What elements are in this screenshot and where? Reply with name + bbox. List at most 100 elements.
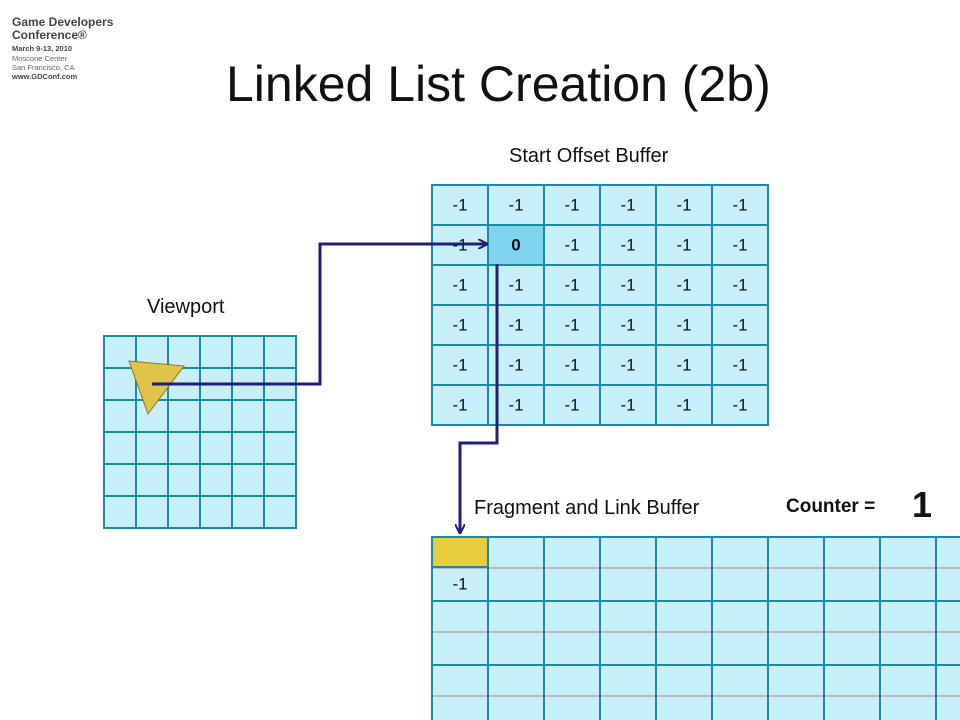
viewport-cell	[167, 495, 201, 529]
viewport-cell	[103, 463, 137, 497]
start-offset-value: -1	[676, 196, 691, 215]
viewport-cell	[263, 495, 297, 529]
start-offset-value: -1	[676, 236, 691, 255]
counter-value: 1	[912, 484, 933, 525]
gdc-logo: Game Developers Conference® March 9-13, …	[12, 16, 142, 82]
viewport-cell	[263, 431, 297, 465]
viewport-cell	[231, 463, 265, 497]
start-offset-value: -1	[564, 356, 579, 375]
viewport-cell	[135, 463, 169, 497]
viewport-cell	[263, 463, 297, 497]
start-offset-cell	[487, 184, 545, 226]
fragment-slot-highlight	[431, 536, 489, 568]
logo-line-1: Game Developers	[12, 15, 114, 29]
start-offset-value: -1	[452, 276, 467, 295]
viewport-label: Viewport	[147, 296, 225, 318]
fragment-cell	[431, 664, 489, 720]
start-offset-value: -1	[620, 236, 635, 255]
fragment-cell	[823, 664, 881, 720]
start-offset-cell-highlight	[487, 224, 545, 266]
arrow-start-offset-to-fragment	[460, 264, 499, 532]
viewport-cell	[103, 431, 137, 465]
fragment-buffer-label: Fragment and Link Buffer	[474, 497, 700, 519]
viewport-cell	[231, 495, 265, 529]
viewport-cell	[167, 463, 201, 497]
start-offset-cell	[711, 384, 769, 426]
viewport-cell	[231, 431, 265, 465]
fragment-cell	[935, 664, 960, 720]
start-offset-value: -1	[564, 316, 579, 335]
fragment-cell	[879, 664, 937, 720]
logo-url: www.GDConf.com	[12, 72, 78, 81]
start-offset-value: -1	[732, 396, 747, 415]
logo-line-2: Conference®	[12, 28, 87, 42]
start-offset-value: -1	[564, 396, 579, 415]
viewport-cell	[263, 399, 297, 433]
logo-city: San Francisco, CA	[12, 63, 75, 72]
start-offset-cell	[431, 264, 489, 306]
start-offset-cell	[543, 264, 601, 306]
start-offset-value: -1	[676, 356, 691, 375]
start-offset-value: -1	[676, 396, 691, 415]
start-offset-cell	[599, 384, 657, 426]
viewport-cell	[167, 431, 201, 465]
start-offset-cell	[599, 344, 657, 386]
start-offset-cell	[655, 264, 713, 306]
viewport-cell	[231, 399, 265, 433]
start-offset-buffer: -1 -1 -1 -1 -1 -1 -1 0 -1 -1 -1 -1 -1 -1 -1 -1 -1 -1 -1 -1 -…	[431, 184, 769, 426]
start-offset-value: -1	[452, 316, 467, 335]
start-offset-value: -1	[620, 276, 635, 295]
start-offset-value: -1	[732, 356, 747, 375]
viewport-cell	[199, 335, 233, 369]
start-offset-value: -1	[508, 276, 523, 295]
start-offset-buffer-label: Start Offset Buffer	[509, 145, 669, 167]
start-offset-value: -1	[508, 316, 523, 335]
start-offset-value: -1	[508, 396, 523, 415]
start-offset-cell	[711, 344, 769, 386]
viewport-cell	[135, 495, 169, 529]
start-offset-value: -1	[620, 356, 635, 375]
viewport-cell	[103, 495, 137, 529]
start-offset-cell	[655, 344, 713, 386]
start-offset-value: -1	[676, 316, 691, 335]
viewport-cell	[199, 431, 233, 465]
start-offset-value: -1	[732, 196, 747, 215]
start-offset-value: -1	[452, 396, 467, 415]
viewport-cell	[103, 367, 137, 401]
start-offset-value: -1	[732, 316, 747, 335]
start-offset-value: -1	[564, 236, 579, 255]
viewport-cell	[199, 399, 233, 433]
fragment-cell	[711, 664, 769, 720]
start-offset-value: -1	[620, 396, 635, 415]
viewport-cell	[135, 431, 169, 465]
viewport-cell	[103, 399, 137, 433]
viewport-cell	[167, 399, 201, 433]
start-offset-value-highlight: 0	[511, 236, 520, 255]
logo-venue: Moscone Center	[12, 54, 68, 63]
start-offset-cell	[599, 264, 657, 306]
start-offset-value: -1	[732, 236, 747, 255]
slide-title: Linked List Creation (2b)	[226, 56, 771, 112]
start-offset-cell	[711, 224, 769, 266]
viewport-cell	[263, 335, 297, 369]
start-offset-cell	[655, 304, 713, 346]
viewport-cell	[199, 463, 233, 497]
start-offset-value: -1	[508, 356, 523, 375]
fragment-cell	[599, 664, 657, 720]
fragment-cell	[655, 664, 713, 720]
start-offset-cell	[543, 184, 601, 226]
viewport-cell	[199, 495, 233, 529]
start-offset-cell	[599, 224, 657, 266]
viewport-cell	[231, 335, 265, 369]
start-offset-cell	[711, 264, 769, 306]
start-offset-value: -1	[508, 196, 523, 215]
fragment-cell	[767, 664, 825, 720]
fragment-link-value: -1	[452, 575, 467, 594]
start-offset-value: -1	[676, 276, 691, 295]
logo-dates: March 9-13, 2010	[12, 44, 73, 53]
start-offset-value: -1	[564, 196, 579, 215]
counter-label: Counter =	[786, 496, 876, 517]
triangle-primitive	[128, 360, 185, 416]
arrow-pixel-to-start-offset	[152, 244, 486, 386]
